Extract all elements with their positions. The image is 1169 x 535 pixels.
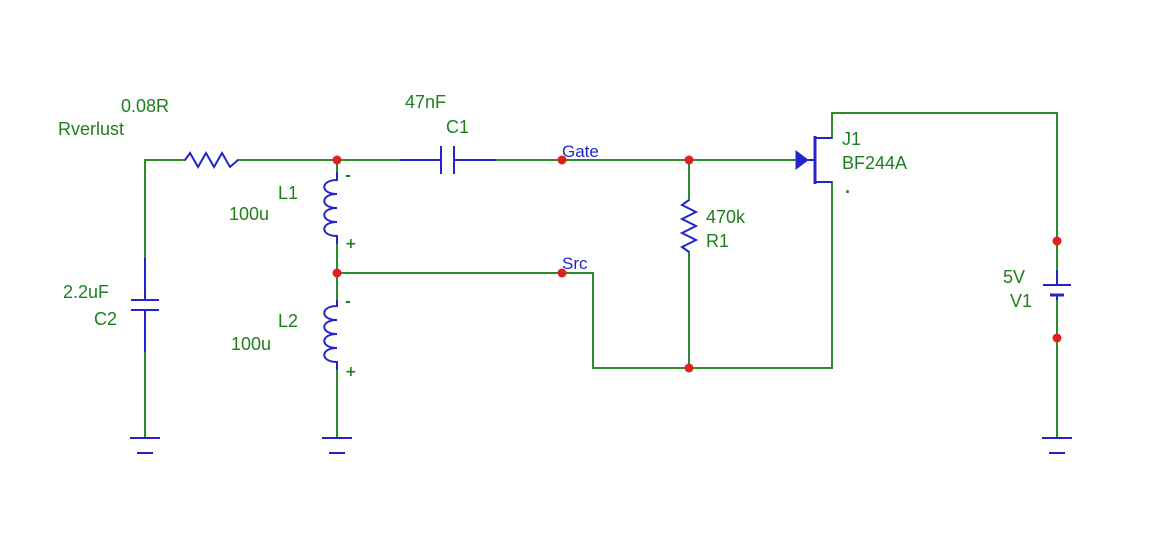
capacitor-c2[interactable] xyxy=(131,258,159,352)
ground-v1 xyxy=(1042,437,1072,454)
c2-name: C2 xyxy=(94,309,117,329)
battery-v1[interactable] xyxy=(1043,270,1071,300)
wires xyxy=(144,112,1058,439)
l2-value: 100u xyxy=(231,334,271,354)
wire-c2-top xyxy=(144,159,186,259)
j1-dot: . xyxy=(845,177,850,197)
ground-c2 xyxy=(130,437,160,454)
resistor-rverlust[interactable] xyxy=(184,150,239,170)
j1-name: J1 xyxy=(842,129,861,149)
capacitor-c1[interactable] xyxy=(400,146,496,174)
r1-name: R1 xyxy=(706,231,729,251)
c1-name: C1 xyxy=(446,117,469,137)
node-v1-bottom xyxy=(1052,333,1062,343)
jfet-j1[interactable] xyxy=(795,136,832,184)
l1-value: 100u xyxy=(229,204,269,224)
v1-value: 5V xyxy=(1003,267,1025,287)
net-src-label: Src xyxy=(562,254,588,273)
node-l1-top xyxy=(332,155,342,165)
wire-drain-v1 xyxy=(831,112,1058,271)
v1-name: V1 xyxy=(1010,291,1032,311)
net-gate-label: Gate xyxy=(562,142,599,161)
nodes xyxy=(332,155,1062,373)
l1-name: L1 xyxy=(278,183,298,203)
inductor-l2[interactable] xyxy=(323,300,338,370)
l1-plus: + xyxy=(345,236,357,252)
node-gate-r1 xyxy=(684,155,694,165)
l1-minus: - xyxy=(345,168,351,184)
rverlust-value: 0.08R xyxy=(121,96,169,116)
c1-value: 47nF xyxy=(405,92,446,112)
j1-value: BF244A xyxy=(842,153,907,173)
node-r1-bottom xyxy=(684,363,694,373)
wire-src xyxy=(336,181,833,369)
rverlust-name: Rverlust xyxy=(58,119,124,139)
node-gate-label xyxy=(557,155,567,165)
inductor-l1[interactable] xyxy=(323,172,338,244)
l2-name: L2 xyxy=(278,311,298,331)
node-l1-l2 xyxy=(332,268,342,278)
l2-minus: - xyxy=(345,294,351,310)
resistor-r1[interactable] xyxy=(679,199,699,253)
node-v1-top xyxy=(1052,236,1062,246)
node-src-label xyxy=(557,268,567,278)
r1-value: 470k xyxy=(706,207,746,227)
l2-plus: + xyxy=(345,364,357,380)
ground-l2 xyxy=(322,437,352,454)
c2-value: 2.2uF xyxy=(63,282,109,302)
